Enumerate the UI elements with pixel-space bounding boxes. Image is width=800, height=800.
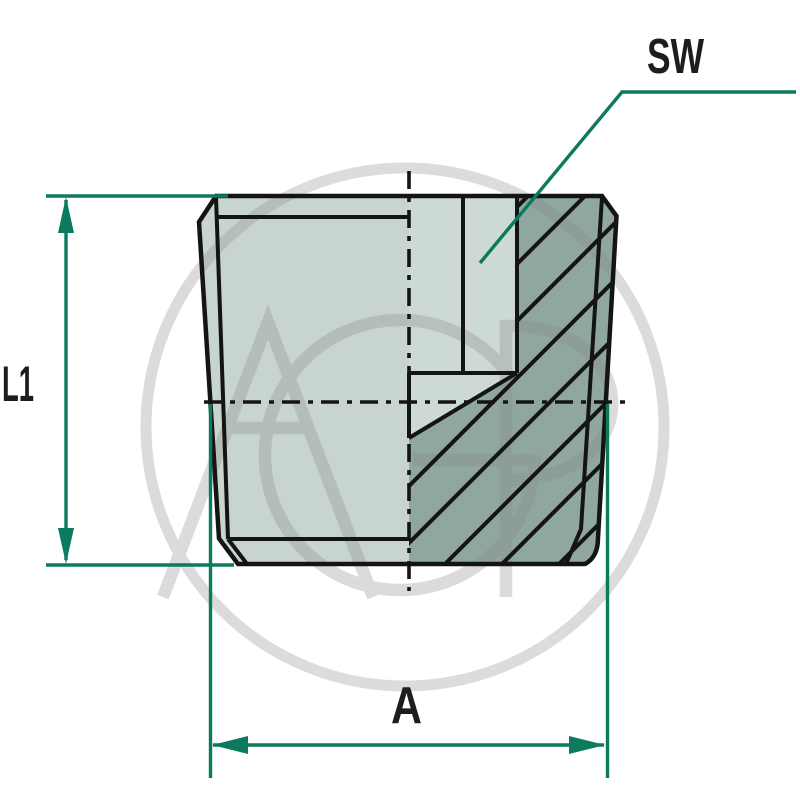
part-silhouette <box>196 193 619 567</box>
dimension-l1 <box>46 194 234 567</box>
label-sw: SW <box>647 30 705 84</box>
leader-sw <box>478 90 796 265</box>
sw-leader-line <box>478 90 796 265</box>
left-chamfer-edge <box>214 196 230 540</box>
l1-arrowhead-up <box>58 197 74 233</box>
centerlines <box>204 171 633 591</box>
part-edge-lines <box>214 196 604 566</box>
watermark <box>140 162 670 692</box>
dimension-a <box>208 404 610 778</box>
drill-cone-edge <box>407 371 519 440</box>
bottom-left-chamfer-edge <box>226 537 249 566</box>
watermark-ring <box>140 162 670 692</box>
label-a: A <box>391 677 422 735</box>
watermark-letters <box>157 304 619 600</box>
right-chamfer-edge <box>564 196 604 565</box>
part-outline <box>196 193 619 567</box>
watermark-letter-a <box>157 304 379 600</box>
part-body-left-half <box>199 196 409 564</box>
label-l1: L1 <box>2 356 34 412</box>
l1-arrowhead-down <box>58 528 74 564</box>
a-arrowhead-left <box>212 736 248 754</box>
a-arrowhead-right <box>569 736 605 754</box>
